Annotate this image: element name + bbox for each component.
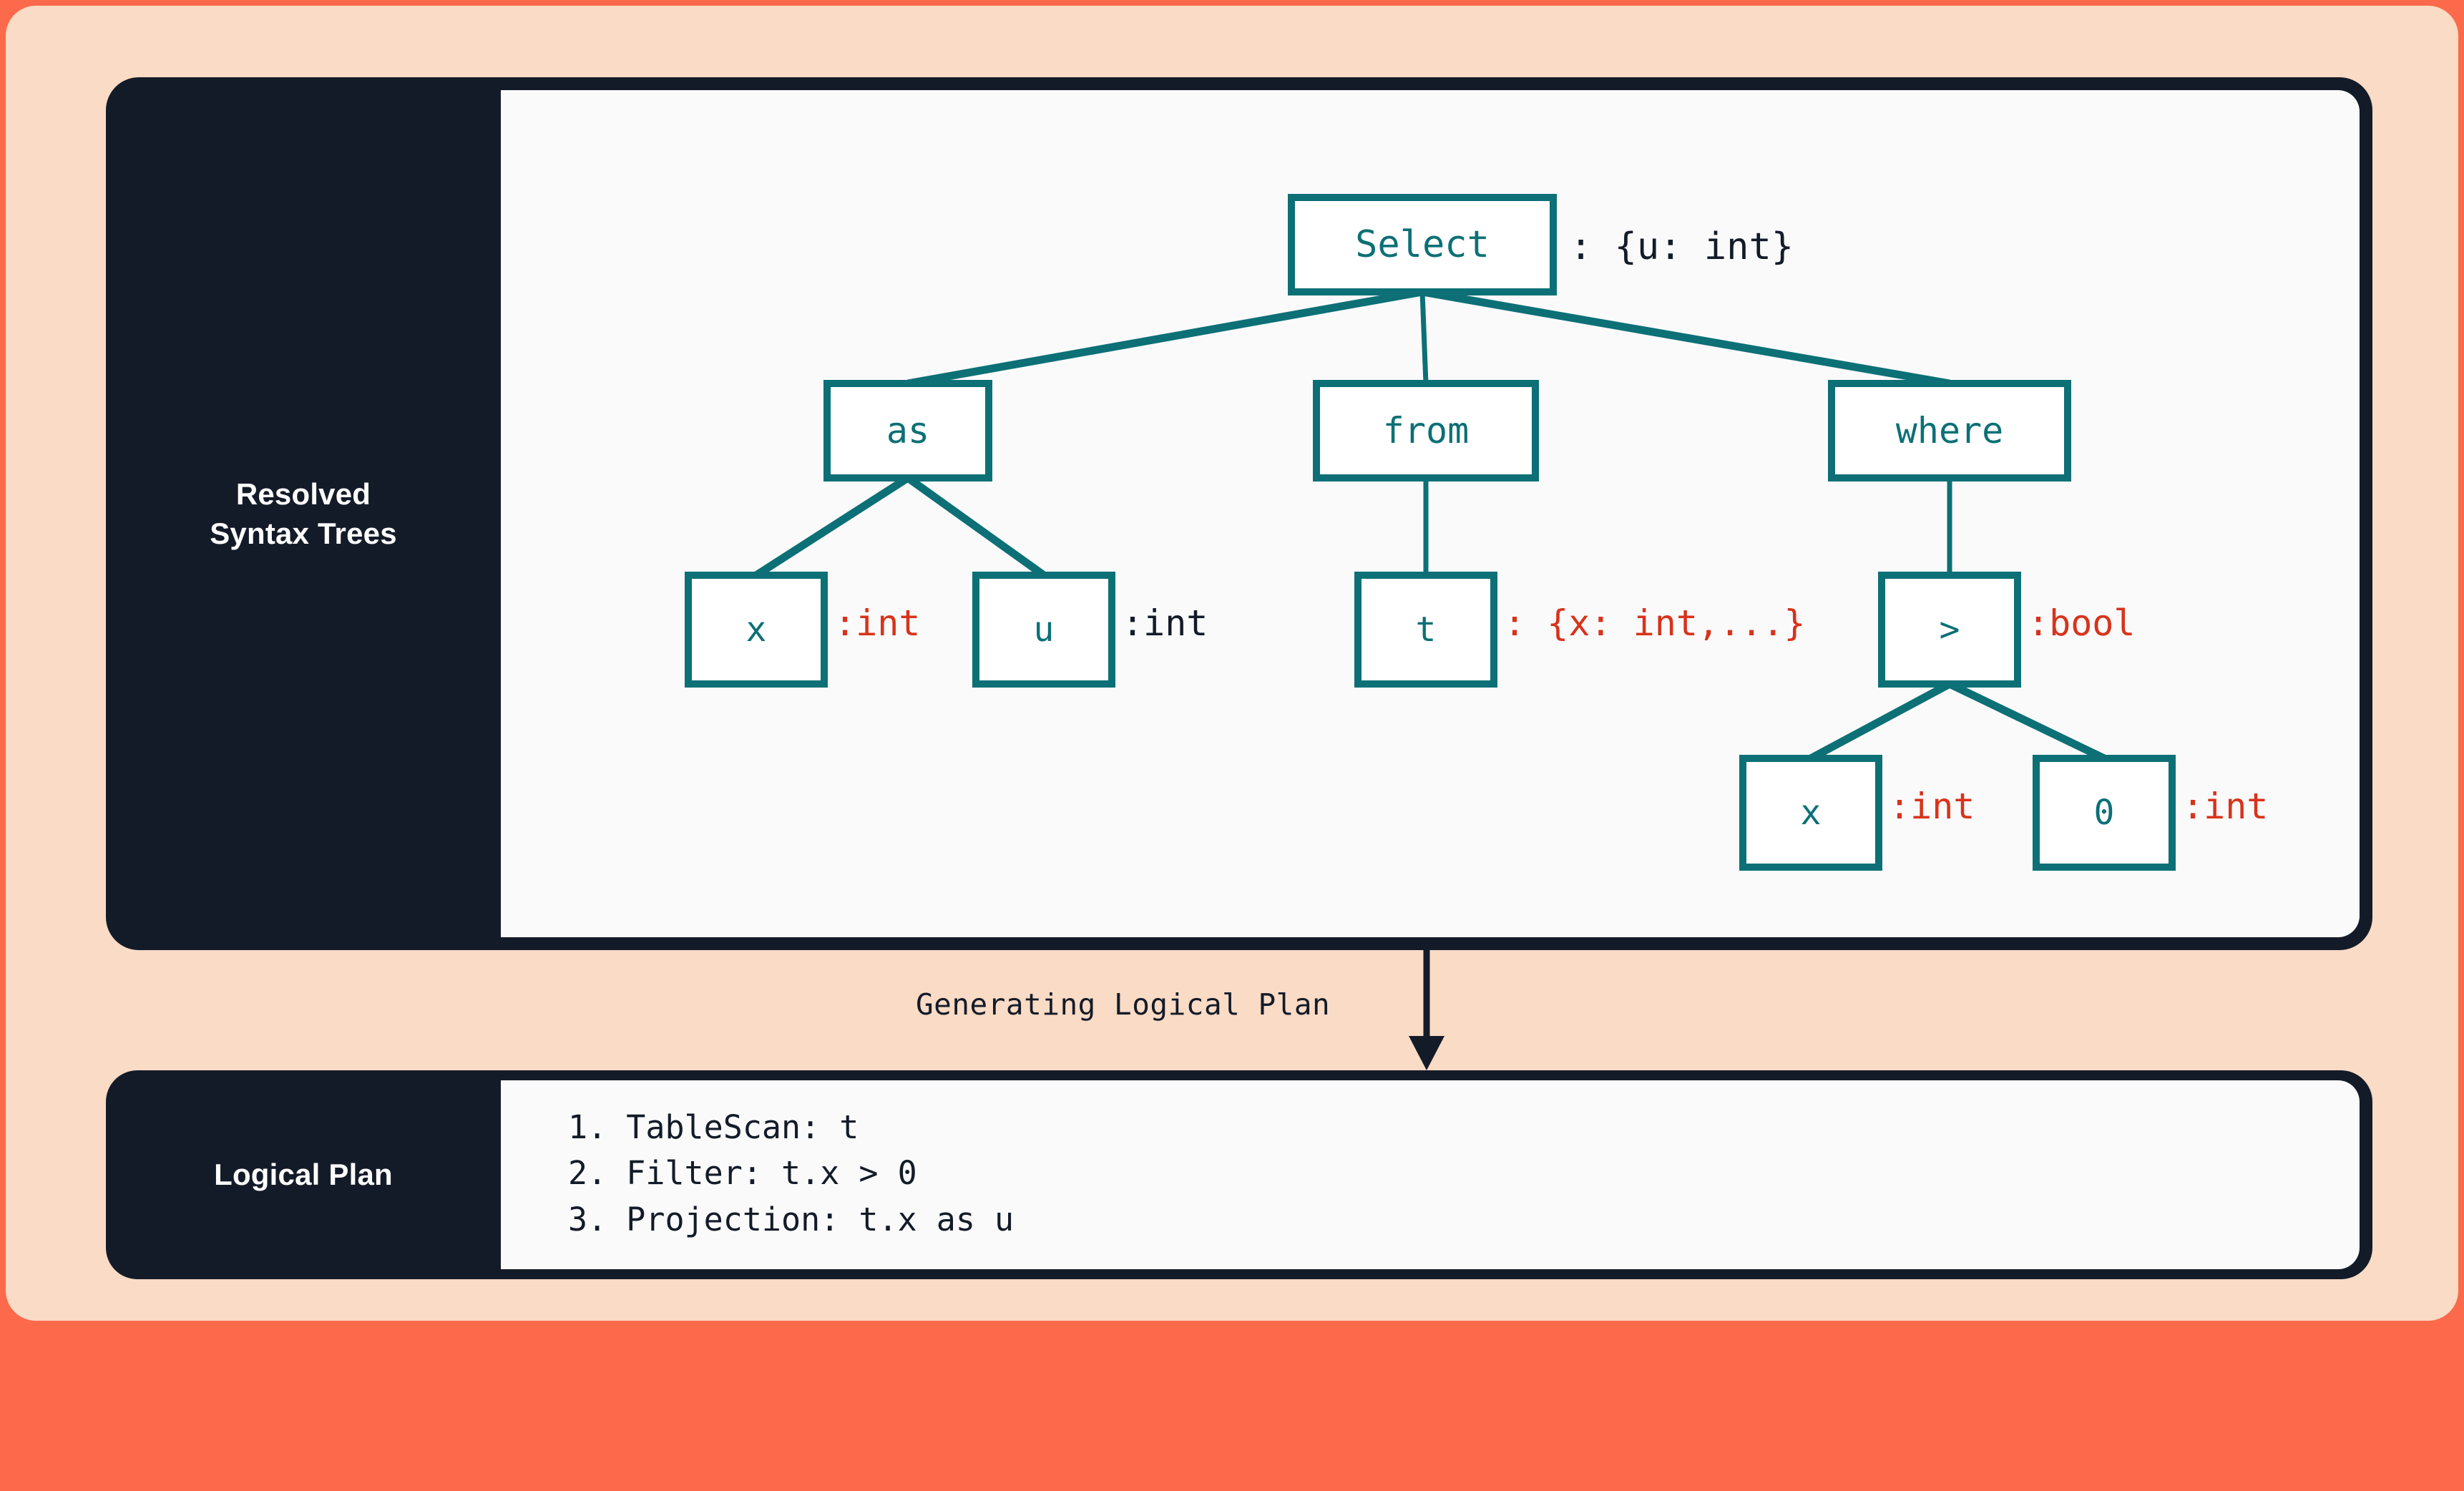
type-annotation-ann-gt-x: :int	[1889, 786, 1975, 827]
tree-node-label: u	[1034, 610, 1055, 650]
tree-node-label: >	[1940, 610, 1960, 650]
resolved-syntax-trees-panel: Resolved Syntax Trees Select as from where x…	[106, 77, 2372, 950]
tree-node-box	[1828, 380, 2071, 481]
tree-node-as[interactable]: as	[823, 380, 992, 481]
type-annotation-ann-gt-0: :int	[2182, 786, 2268, 827]
tree-edge-select-to-as	[907, 288, 1423, 388]
logical-plan-panel: Logical Plan 1. TableScan: t 2. Filter: t…	[106, 1070, 2372, 1279]
rst-panel-label: Resolved Syntax Trees	[106, 77, 501, 950]
tree-node-label: x	[1801, 793, 1822, 833]
generating-plan-arrow	[1409, 950, 1444, 1070]
tree-node-box	[972, 572, 1115, 688]
logical-plan-step: 2. Filter: t.x > 0	[568, 1154, 917, 1193]
tree-node-box	[685, 572, 828, 688]
tree-node-from-t[interactable]: t	[1354, 572, 1497, 688]
logical-plan-canvas: 1. TableScan: t 2. Filter: t.x > 0 3. Proj…	[501, 1080, 2360, 1269]
logical-plan-steps-list: 1. TableScan: t 2. Filter: t.x > 0 3. Proj…	[568, 1105, 1014, 1243]
tree-node-box	[1313, 380, 1539, 481]
tree-node-from[interactable]: from	[1313, 380, 1539, 481]
tree-node-where[interactable]: where	[1828, 380, 2071, 481]
tree-edge-as-to-as-x	[754, 474, 910, 579]
rst-canvas: Select as from where x u t > x 0 : {u: int} :int :in…	[501, 90, 2360, 937]
tree-edge-select-to-where	[1422, 288, 1950, 388]
tree-node-box	[1354, 572, 1497, 688]
tree-node-label: Select	[1355, 223, 1490, 266]
tree-node-gt-x[interactable]: x	[1739, 755, 1882, 871]
tree-edge-select-to-from	[1419, 291, 1429, 384]
type-annotation-ann-from-t: : {x: int,...}	[1504, 602, 1805, 644]
type-annotation-ann-gt: :bool	[2028, 602, 2136, 644]
tree-node-box	[1288, 194, 1557, 295]
logical-plan-step: 3. Projection: t.x as u	[568, 1200, 1015, 1238]
logical-plan-panel-label: Logical Plan	[214, 1158, 393, 1191]
tree-node-as-x[interactable]: x	[685, 572, 828, 688]
tree-edge-gt-to-gt-0	[1947, 680, 2106, 762]
tree-node-box	[2033, 755, 2176, 871]
logical-plan-step: 1. TableScan: t	[568, 1108, 859, 1146]
transition-label: Generating Logical Plan	[916, 987, 1331, 1022]
type-annotation-ann-as-x: :int	[834, 602, 920, 644]
syntax-tree-diagram: Select as from where x u t > x 0 : {u: int} :int :in…	[685, 194, 2268, 871]
bottom-banner: Compilation Produces an Executable Plan …	[0, 1321, 2464, 1491]
tree-node-gt[interactable]: >	[1878, 572, 2021, 688]
tree-node-label: as	[886, 410, 929, 451]
content-frame: Resolved Syntax Trees Select as from where x…	[6, 6, 2458, 1321]
tree-node-box	[823, 380, 992, 481]
tree-node-label: from	[1383, 410, 1469, 451]
tree-node-label: where	[1896, 410, 2004, 451]
tree-edge-as-to-as-u	[905, 474, 1047, 579]
rst-label-line2: Syntax Trees	[210, 517, 397, 550]
tree-node-as-u[interactable]: u	[972, 572, 1115, 688]
tree-node-label: 0	[2094, 793, 2115, 833]
rst-label-line1: Resolved	[235, 476, 371, 511]
tree-node-box	[1739, 755, 1882, 871]
tree-node-select[interactable]: Select	[1288, 194, 1557, 295]
type-annotation-ann-as-u: :int	[1122, 602, 1208, 644]
tree-node-label: t	[1416, 610, 1437, 650]
transition-arrow-area	[6, 950, 2464, 1070]
tree-node-box	[1878, 572, 2021, 688]
tree-node-label: x	[746, 610, 767, 650]
tree-edge-gt-to-gt-x	[1809, 680, 1952, 762]
type-annotation-ann-select: : {u: int}	[1570, 225, 1794, 268]
tree-node-gt-0[interactable]: 0	[2033, 755, 2176, 871]
